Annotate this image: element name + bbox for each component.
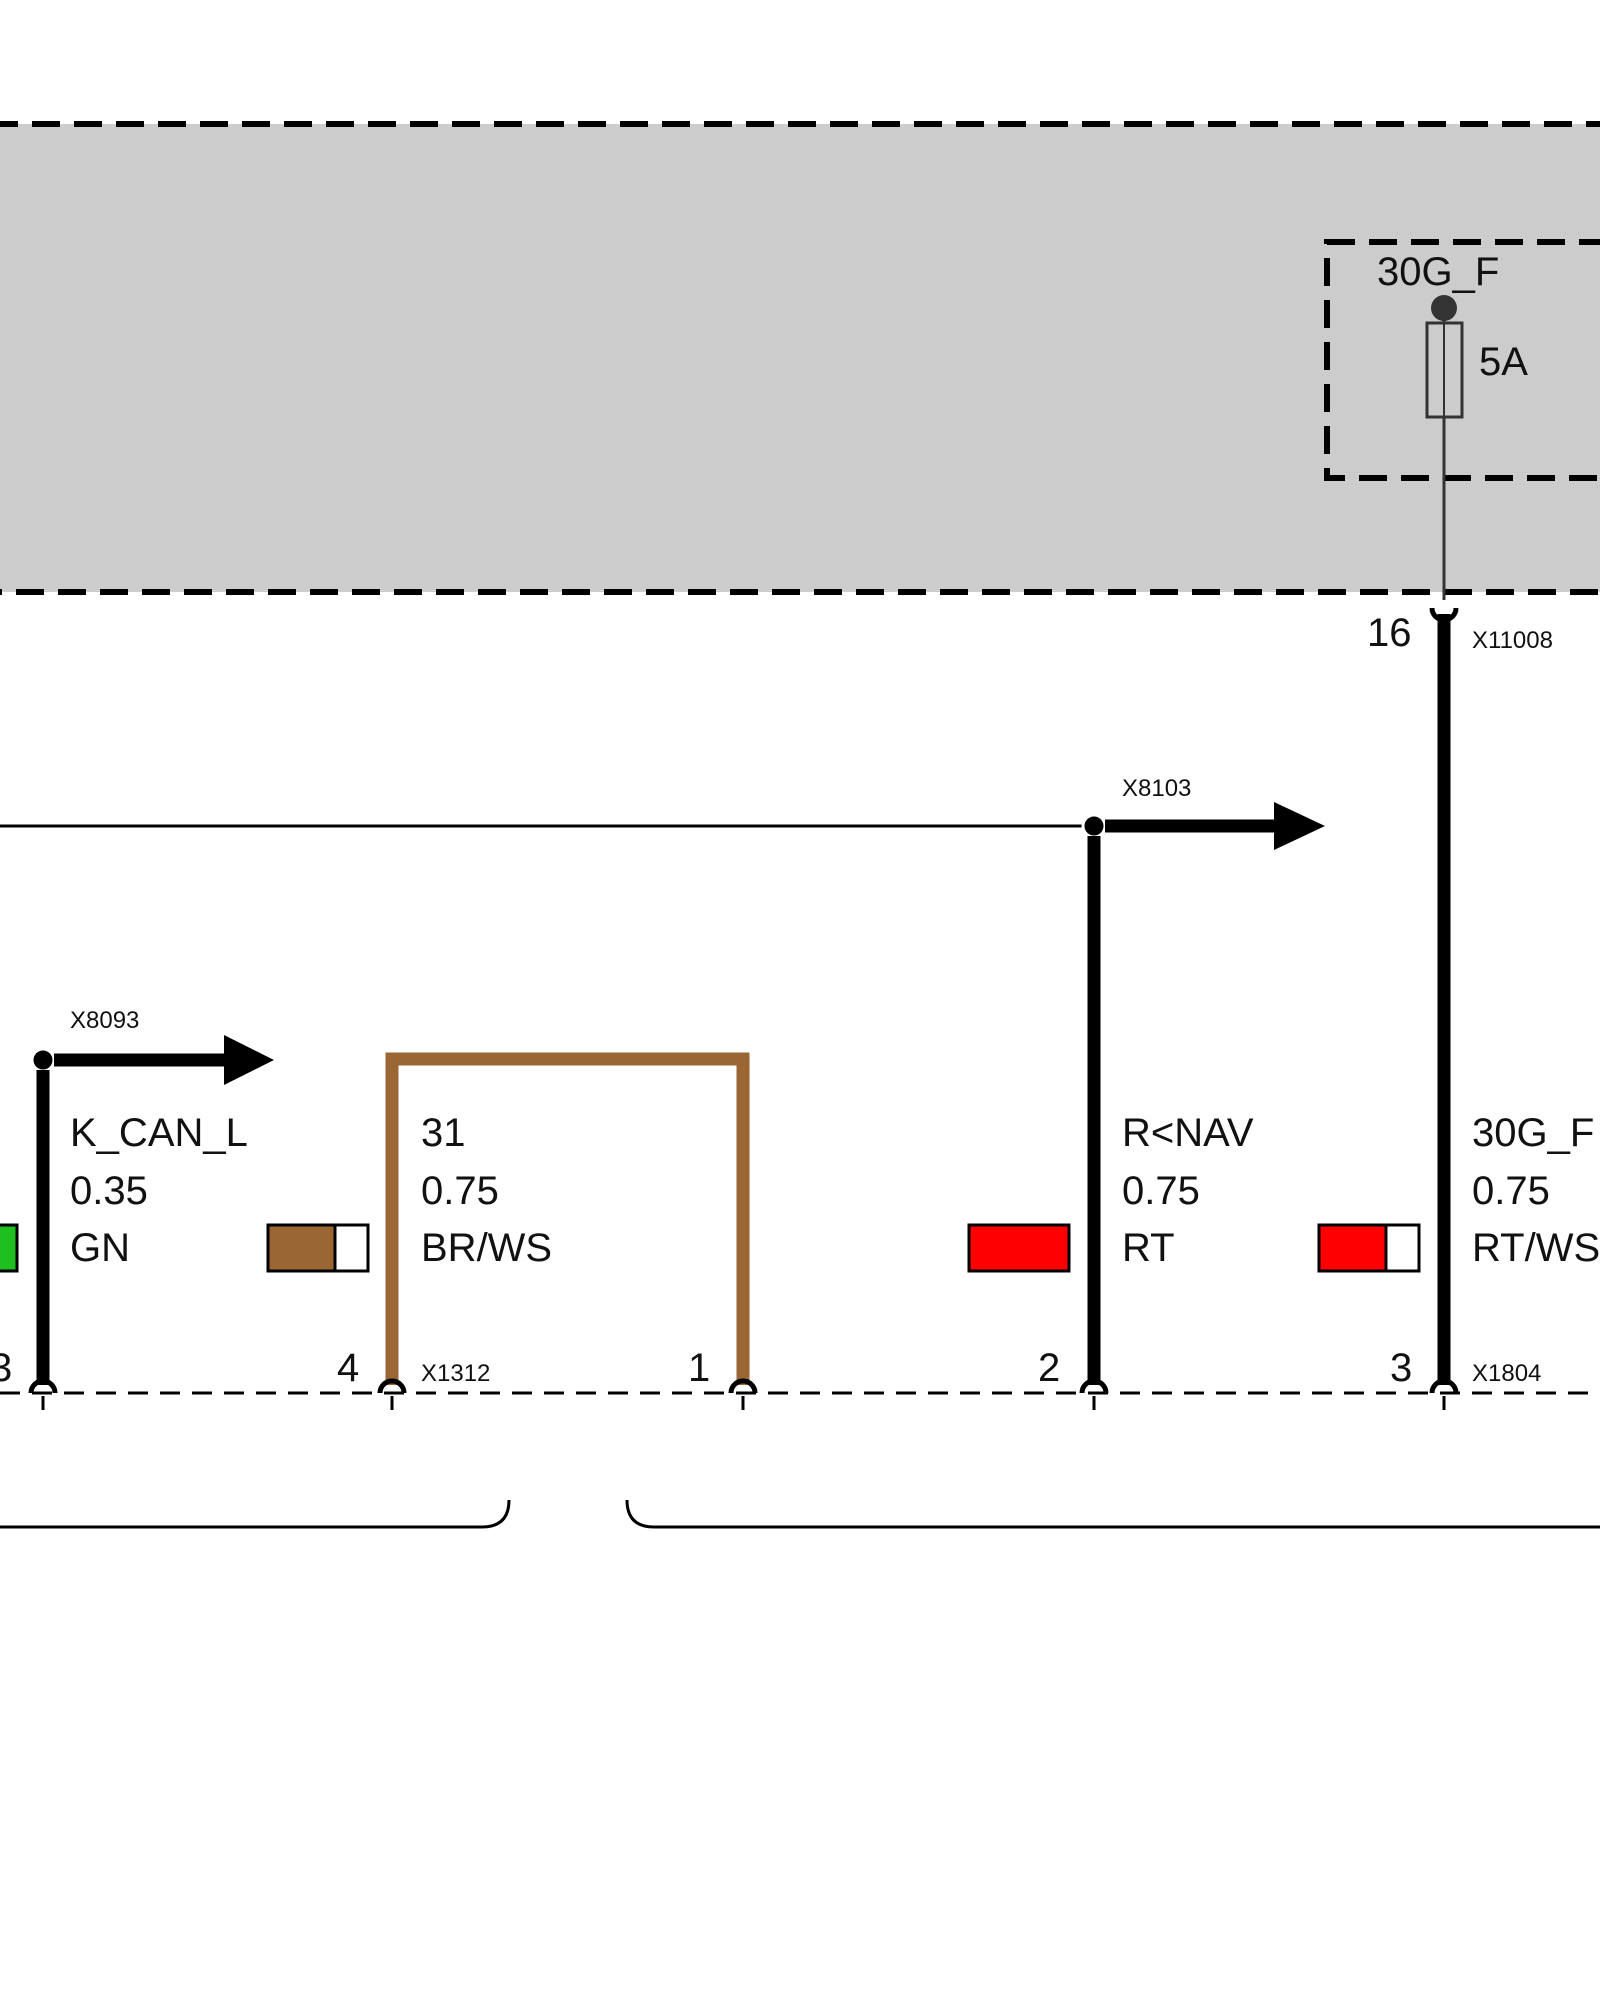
wire-kcan-color: GN bbox=[70, 1226, 130, 1270]
pin-sockets bbox=[28, 1378, 1459, 1394]
wire-rnav-name: R<NAV bbox=[1122, 1111, 1254, 1155]
wire-gnd-gauge: 0.75 bbox=[421, 1169, 499, 1213]
x8103-label: X8103 bbox=[1122, 775, 1191, 802]
pin-4-label: 4 bbox=[337, 1346, 359, 1390]
control-module-box bbox=[0, 121, 1600, 595]
wire-31-loop bbox=[385, 1052, 750, 1385]
connector-x1312-label: X1312 bbox=[421, 1360, 490, 1387]
bracket-right bbox=[625, 1499, 1600, 1529]
swatch-red bbox=[967, 1223, 1071, 1273]
socket-pin-4 bbox=[377, 1378, 407, 1394]
pin-3-right-label: 3 bbox=[1390, 1346, 1412, 1390]
swatch-white-stripe-2 bbox=[1384, 1223, 1421, 1273]
pin-ticks bbox=[41, 1396, 1446, 1410]
wire-rnav-gauge: 0.75 bbox=[1122, 1169, 1200, 1213]
x8093-arrow-icon bbox=[224, 1035, 274, 1085]
x8093-junction-dot bbox=[30, 1047, 56, 1073]
pin-3-left-label: 3 bbox=[0, 1346, 12, 1390]
wire-batt-color: RT/WS bbox=[1472, 1226, 1600, 1270]
connector-x11008-label: X11008 bbox=[1472, 627, 1553, 654]
connector-x1804-label: X1804 bbox=[1472, 1360, 1541, 1387]
pin-16-label: 16 bbox=[1367, 611, 1412, 655]
socket-pin-3-left bbox=[28, 1378, 58, 1394]
fuse-rating: 5A bbox=[1479, 340, 1528, 384]
fuse-box bbox=[1324, 239, 1600, 481]
swatch-red-2 bbox=[1317, 1223, 1388, 1273]
wire-rnav-color: RT bbox=[1122, 1226, 1175, 1270]
x8103-junction-dot bbox=[1081, 813, 1107, 839]
wire-gnd-color: BR/WS bbox=[421, 1226, 552, 1270]
wire-kcan-gauge: 0.35 bbox=[70, 1169, 148, 1213]
socket-pin-3-right bbox=[1429, 1378, 1459, 1394]
swatch-brown bbox=[266, 1223, 337, 1273]
bracket-left bbox=[0, 1499, 511, 1529]
socket-pin-2 bbox=[1079, 1378, 1109, 1394]
fuse-terminal-label: 30G_F bbox=[1377, 250, 1499, 294]
x8093-label: X8093 bbox=[70, 1007, 139, 1034]
socket-pin-1 bbox=[728, 1378, 758, 1394]
pin-2-label: 2 bbox=[1038, 1346, 1060, 1390]
wire-batt-gauge: 0.75 bbox=[1472, 1169, 1550, 1213]
pin-1-label: 1 bbox=[688, 1346, 710, 1390]
swatch-white-stripe bbox=[333, 1223, 370, 1273]
wire-kcan-name: K_CAN_L bbox=[70, 1111, 248, 1155]
x8103-arrow-icon bbox=[1274, 802, 1325, 850]
wire-batt-name: 30G_F bbox=[1472, 1111, 1594, 1155]
wire-gnd-name: 31 bbox=[421, 1111, 466, 1155]
swatch-green bbox=[0, 1223, 19, 1273]
